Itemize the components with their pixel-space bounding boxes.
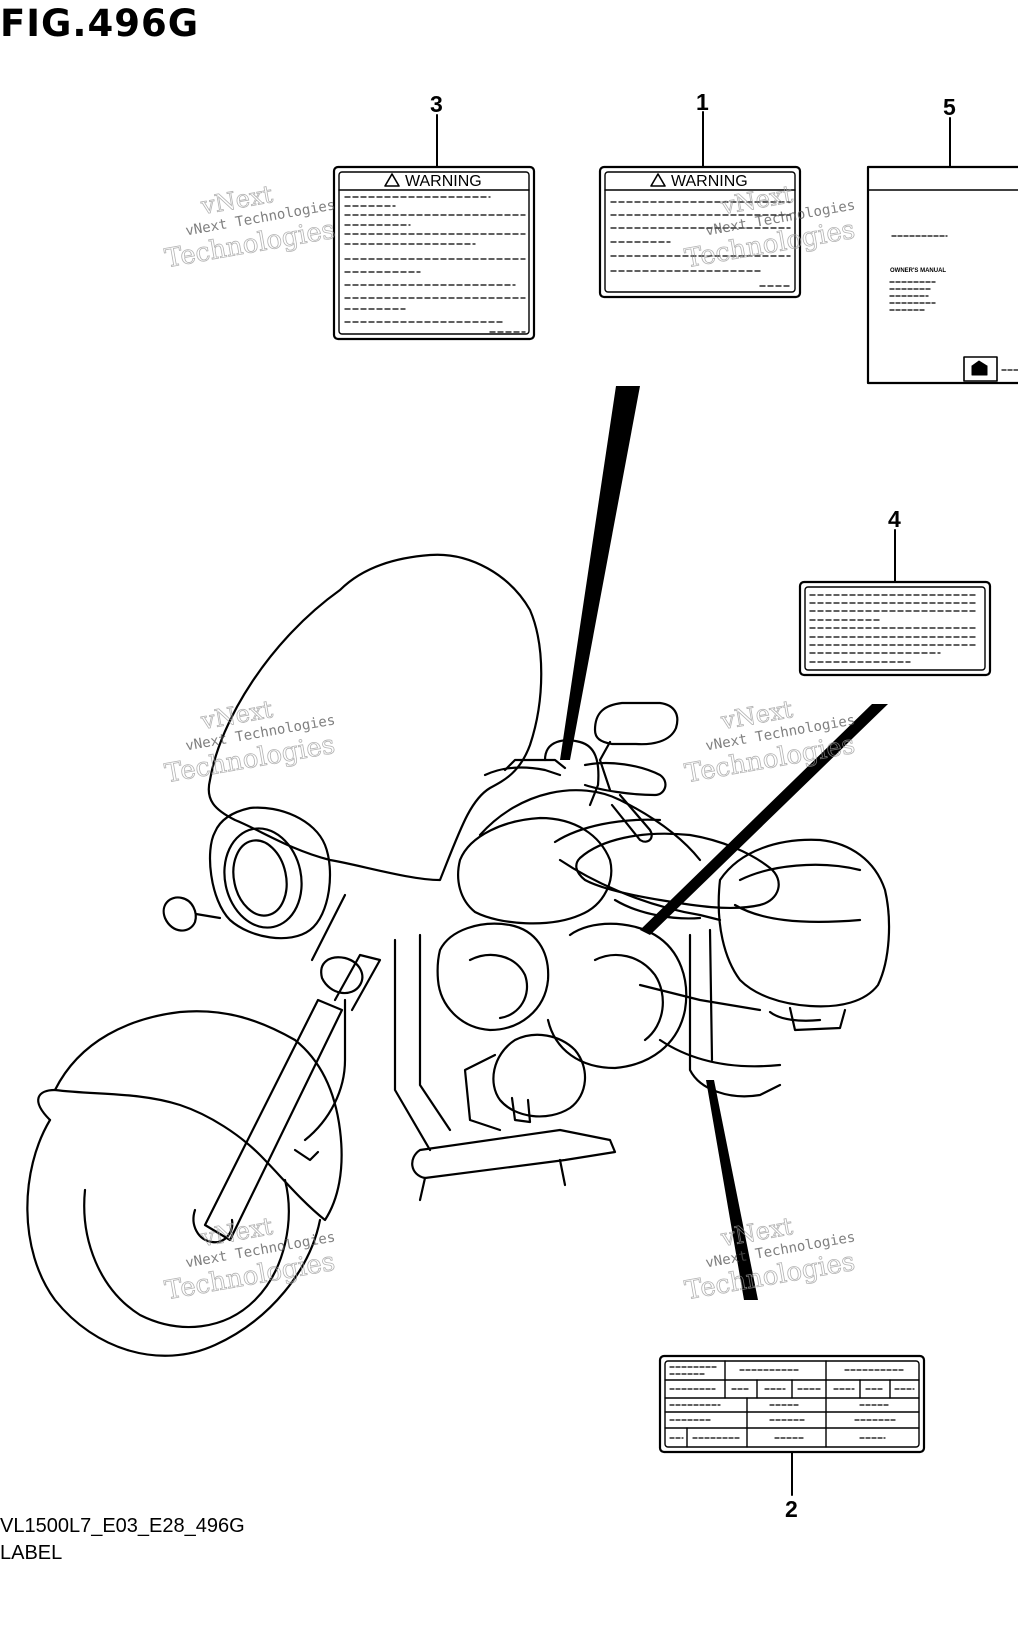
book-icon — [971, 365, 988, 376]
figure-title: FIG.496G — [0, 2, 200, 45]
pointer-wedge-1 — [560, 386, 640, 760]
watermark: vNext vNext Technologies Technologies — [162, 1212, 337, 1307]
warning-triangle-icon — [384, 173, 400, 187]
warning-triangle-icon — [650, 173, 666, 187]
label-5-text: OWNER'S MANUAL — [890, 268, 946, 274]
watermark-group: vNext vNext Technologies Technologies vN… — [162, 180, 857, 1307]
callout-1[interactable]: 1 — [696, 89, 709, 115]
watermark: vNext vNext Technologies Technologies — [682, 180, 857, 275]
callout-3[interactable]: 3 — [430, 91, 443, 117]
callout-4[interactable]: 4 — [888, 506, 901, 532]
watermark: vNext vNext Technologies Technologies — [162, 180, 337, 275]
watermark: vNext vNext Technologies Technologies — [682, 695, 857, 790]
callout-5[interactable]: 5 — [943, 94, 956, 120]
label-5-owners-manual[interactable] — [866, 165, 1018, 385]
section-name: LABEL — [0, 1542, 63, 1564]
label-1-heading: WARNING — [671, 173, 748, 190]
label-2-table-sticker[interactable] — [658, 1354, 926, 1454]
motorcycle-outline — [26, 553, 891, 1357]
pointer-wedge-2 — [706, 1080, 758, 1300]
pointer-wedge-4 — [640, 704, 888, 935]
model-code: VL1500L7_E03_E28_496G — [0, 1515, 245, 1537]
label-1-warning-sticker[interactable] — [598, 165, 802, 299]
watermark: vNext vNext Technologies Technologies — [682, 1212, 857, 1307]
label-4-sticker[interactable] — [798, 580, 992, 677]
callout-2[interactable]: 2 — [785, 1496, 798, 1522]
label-3-heading: WARNING — [405, 173, 482, 190]
label-3-warning-sticker[interactable] — [332, 165, 536, 341]
watermark: vNext vNext Technologies Technologies — [162, 695, 337, 790]
